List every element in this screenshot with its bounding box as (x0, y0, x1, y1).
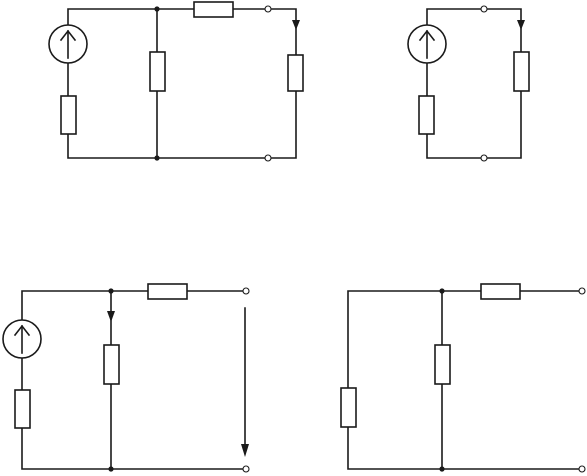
circuit-b-terminal-bottom (480, 154, 488, 162)
circuit-c-wires (21, 290, 244, 470)
circuit-a-terminal-bottom (264, 154, 272, 162)
circuit-b-terminal-top (480, 5, 488, 13)
circuit-a-resistor-source (60, 95, 77, 135)
circuit-b-resistor-source (418, 95, 435, 135)
circuit-c-current-source (2, 319, 42, 359)
circuit-d-terminal-bottom (578, 465, 586, 473)
circuit-d-node-bottom (439, 466, 445, 472)
circuit-c-current-arrow (107, 311, 115, 322)
circuit-d-resistor-left (340, 387, 357, 428)
circuit-d-resistor-series (480, 283, 521, 300)
circuit-a-node-top (154, 6, 160, 12)
circuit-d-resistor-shunt (434, 344, 451, 385)
circuit-a-current-arrow (292, 20, 300, 30)
circuit-c-resistor-source (14, 389, 31, 429)
circuit-a-terminal-top (264, 5, 272, 13)
circuit-c-resistor-series (147, 283, 188, 300)
circuit-c-node-bottom (108, 466, 114, 472)
circuit-c-voltage-arrow (241, 307, 249, 457)
circuit-a-resistor-series (193, 1, 234, 18)
circuit-a-wires (67, 8, 297, 159)
circuit-d-wires (347, 290, 580, 470)
circuit-c-resistor-shunt (103, 344, 120, 385)
circuit-b-current-arrow (517, 20, 525, 30)
circuit-b-current-source (407, 24, 447, 64)
circuit-b-wires (426, 8, 522, 159)
circuit-c-terminal-bottom (242, 465, 250, 473)
circuit-a-node-bottom (154, 155, 160, 161)
circuit-a (48, 1, 304, 162)
circuit-d (340, 283, 586, 473)
circuit-c-node-top (108, 288, 114, 294)
circuit-a-resistor-load (287, 54, 304, 92)
circuit-b (407, 5, 530, 162)
circuit-c (2, 283, 250, 473)
circuit-c-terminal-top (242, 287, 250, 295)
circuit-d-node-top (439, 288, 445, 294)
circuit-d-terminal-top (578, 287, 586, 295)
circuit-a-current-source (48, 24, 88, 64)
circuit-a-resistor-shunt (149, 51, 166, 92)
circuit-b-resistor-load (513, 51, 530, 92)
